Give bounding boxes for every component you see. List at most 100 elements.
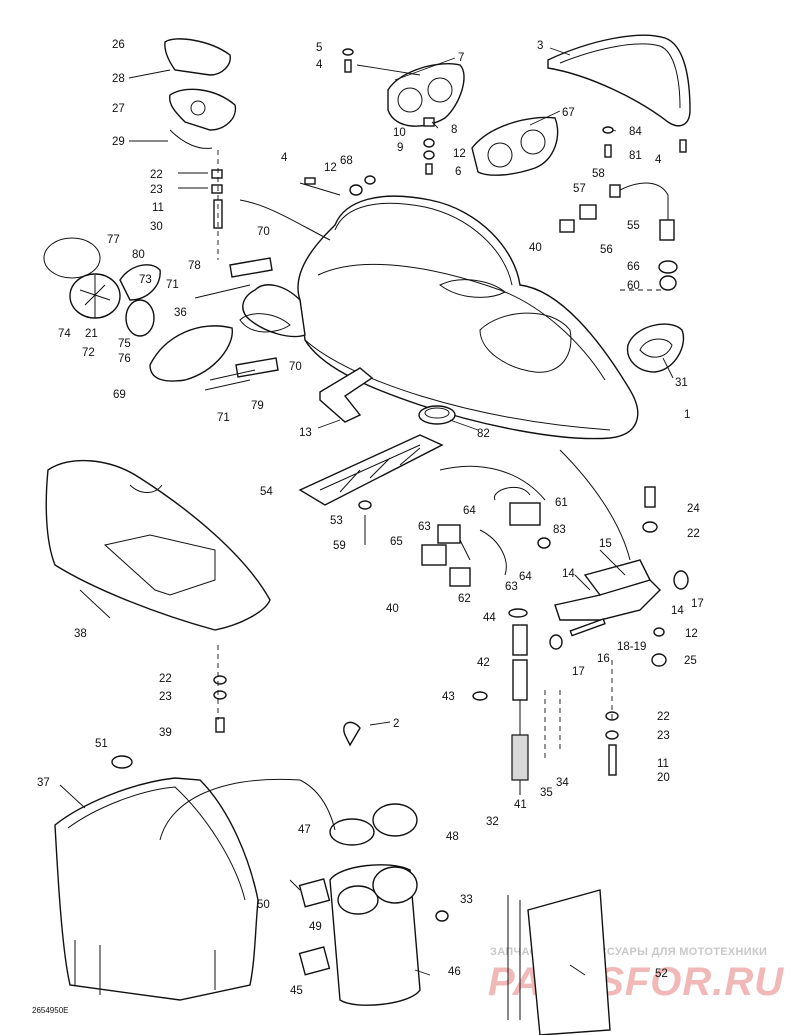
callout-12b: 12 <box>453 148 466 160</box>
callout-77: 77 <box>107 234 120 246</box>
callout-27: 27 <box>112 103 125 115</box>
part-69-36-flaps <box>43 237 233 382</box>
callout-54: 54 <box>260 486 273 498</box>
callout-69: 69 <box>113 389 126 401</box>
callout-17b: 17 <box>572 666 585 678</box>
callout-2: 2 <box>393 718 399 730</box>
callout-45: 45 <box>290 985 303 997</box>
callout-73: 73 <box>139 274 152 286</box>
callout-23c: 23 <box>657 730 670 742</box>
callout-9: 9 <box>397 142 403 154</box>
part-hood-body <box>239 195 639 440</box>
callout-14b: 14 <box>671 605 684 617</box>
part-54-tray <box>298 434 444 506</box>
callout-23b: 23 <box>159 691 172 703</box>
callout-53: 53 <box>330 515 343 527</box>
callout-13: 13 <box>299 427 312 439</box>
callout-35: 35 <box>540 787 553 799</box>
callout-36: 36 <box>174 307 187 319</box>
part-14-15-bracket <box>554 486 689 621</box>
part-37-storage-bin <box>54 755 259 1001</box>
callout-15: 15 <box>599 538 612 550</box>
callout-7: 7 <box>458 52 464 64</box>
callout-11b: 11 <box>657 758 669 770</box>
part-41-42-shock <box>511 624 529 795</box>
callout-63a: 63 <box>418 521 431 533</box>
part-gauge-support <box>471 116 559 176</box>
callout-28: 28 <box>112 73 125 85</box>
callout-32: 32 <box>486 816 499 828</box>
callout-48: 48 <box>446 831 459 843</box>
part-windshield <box>547 34 691 127</box>
callout-16: 16 <box>597 653 610 665</box>
callout-80: 80 <box>132 249 145 261</box>
callout-44: 44 <box>483 612 496 624</box>
part-31-lens <box>626 323 685 373</box>
callout-3: 3 <box>537 40 543 52</box>
callout-43: 43 <box>442 691 455 703</box>
callout-75: 75 <box>118 338 131 350</box>
callout-71b: 71 <box>217 412 230 424</box>
callout-23a: 23 <box>150 184 163 196</box>
callout-64b: 64 <box>519 571 532 583</box>
callout-41: 41 <box>514 799 527 811</box>
watermark-logo: PARTSFOR.RU <box>488 960 784 1004</box>
callout-82: 82 <box>477 428 490 440</box>
callout-56: 56 <box>600 244 613 256</box>
callout-4c: 4 <box>655 154 662 166</box>
callout-61: 61 <box>555 497 568 509</box>
part-52-cover <box>507 889 611 1035</box>
callout-26: 26 <box>112 39 125 51</box>
callout-50: 50 <box>257 899 270 911</box>
part-13-bracket <box>319 367 374 423</box>
callout-42: 42 <box>477 657 490 669</box>
callout-51: 51 <box>95 738 108 750</box>
callout-67: 67 <box>562 107 575 119</box>
callout-29: 29 <box>112 136 125 148</box>
callout-47: 47 <box>298 824 311 836</box>
callout-57: 57 <box>573 183 586 195</box>
callout-5: 5 <box>316 42 322 54</box>
callout-40a: 40 <box>529 242 542 254</box>
part-46-holder <box>329 803 421 1006</box>
part-gauge-bezel <box>387 63 465 127</box>
callout-66: 66 <box>627 261 640 273</box>
callout-31: 31 <box>675 377 688 389</box>
callout-59: 59 <box>333 540 346 552</box>
callout-65: 65 <box>390 536 403 548</box>
callout-72: 72 <box>82 347 95 359</box>
callout-81: 81 <box>629 150 642 162</box>
part-electrical-harness <box>421 486 541 587</box>
callout-20: 20 <box>657 772 670 784</box>
callout-60: 60 <box>627 280 640 292</box>
callout-34: 34 <box>556 777 569 789</box>
callout-49: 49 <box>309 921 322 933</box>
callout-10: 10 <box>393 127 406 139</box>
callout-40b: 40 <box>386 603 399 615</box>
callout-70b: 70 <box>289 361 302 373</box>
callout-83: 83 <box>553 524 566 536</box>
callout-37: 37 <box>37 777 50 789</box>
callout-22d: 22 <box>657 711 670 723</box>
callout-leaders <box>59 47 674 976</box>
callout-24: 24 <box>687 503 700 515</box>
callout-22a: 22 <box>150 169 163 181</box>
callout-39: 39 <box>159 727 172 739</box>
callout-25: 25 <box>684 655 697 667</box>
callout-12a: 12 <box>324 162 337 174</box>
callout-12c: 12 <box>685 628 698 640</box>
part-26-27-28 <box>164 38 237 229</box>
callout-71a: 71 <box>166 279 179 291</box>
callout-33: 33 <box>460 894 473 906</box>
callout-30: 30 <box>150 221 163 233</box>
part-82-ring <box>418 405 456 425</box>
callout-38: 38 <box>74 628 87 640</box>
callout-68: 68 <box>340 155 353 167</box>
part-hardware-misc <box>194 48 687 391</box>
callout-64a: 64 <box>463 505 476 517</box>
callout-labels: 1 2 3 4 4 4 5 6 7 8 9 10 11 11 12 12 12 … <box>37 39 704 997</box>
assembly-guide-lines <box>159 150 670 891</box>
callout-79: 79 <box>251 400 264 412</box>
callout-63b: 63 <box>505 581 518 593</box>
